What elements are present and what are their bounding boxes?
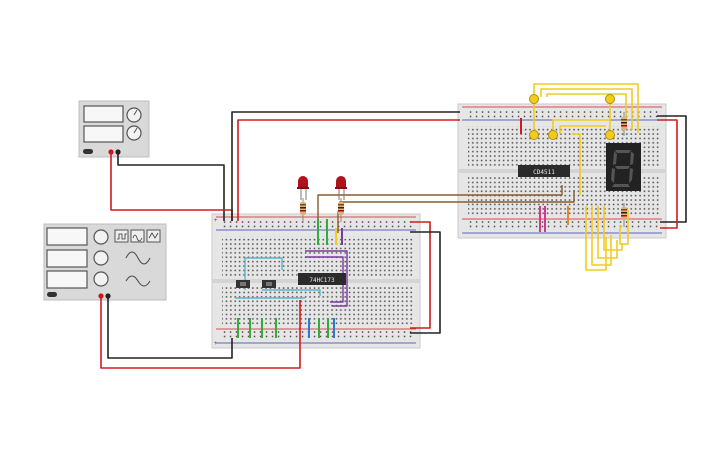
function-generator[interactable] <box>43 223 167 301</box>
resistor-4[interactable] <box>621 203 627 227</box>
resistor-2[interactable] <box>338 198 344 222</box>
wires-jumpers[interactable] <box>237 219 343 338</box>
chip-74hc173-label: 74HC173 <box>309 277 335 284</box>
led-1[interactable] <box>297 176 309 200</box>
chip-cd4511-label: CD4511 <box>533 169 555 176</box>
square-wave-icon[interactable] <box>114 229 129 243</box>
power-supply[interactable] <box>78 100 150 158</box>
wires-power[interactable] <box>100 111 687 369</box>
wire-endpoints <box>529 94 615 140</box>
resistor-1[interactable] <box>300 198 306 222</box>
resistor-3[interactable] <box>621 112 627 136</box>
power-switch <box>83 149 93 154</box>
wave-preview-icon <box>125 251 151 265</box>
seven-segment-display-icon[interactable] <box>606 143 641 191</box>
voltage-display <box>83 105 124 123</box>
led-2[interactable] <box>335 176 347 200</box>
chip-cd4511[interactable]: CD4511 <box>518 165 570 177</box>
pushbuttons[interactable] <box>236 280 276 288</box>
triangle-wave-icon[interactable] <box>130 229 145 243</box>
wires-seven-segment[interactable] <box>533 83 639 271</box>
svg-text:+: + <box>214 341 218 347</box>
chip-74hc173[interactable]: 74HC173 <box>298 273 346 285</box>
svg-text:+: + <box>214 218 218 224</box>
current-display <box>83 125 124 143</box>
